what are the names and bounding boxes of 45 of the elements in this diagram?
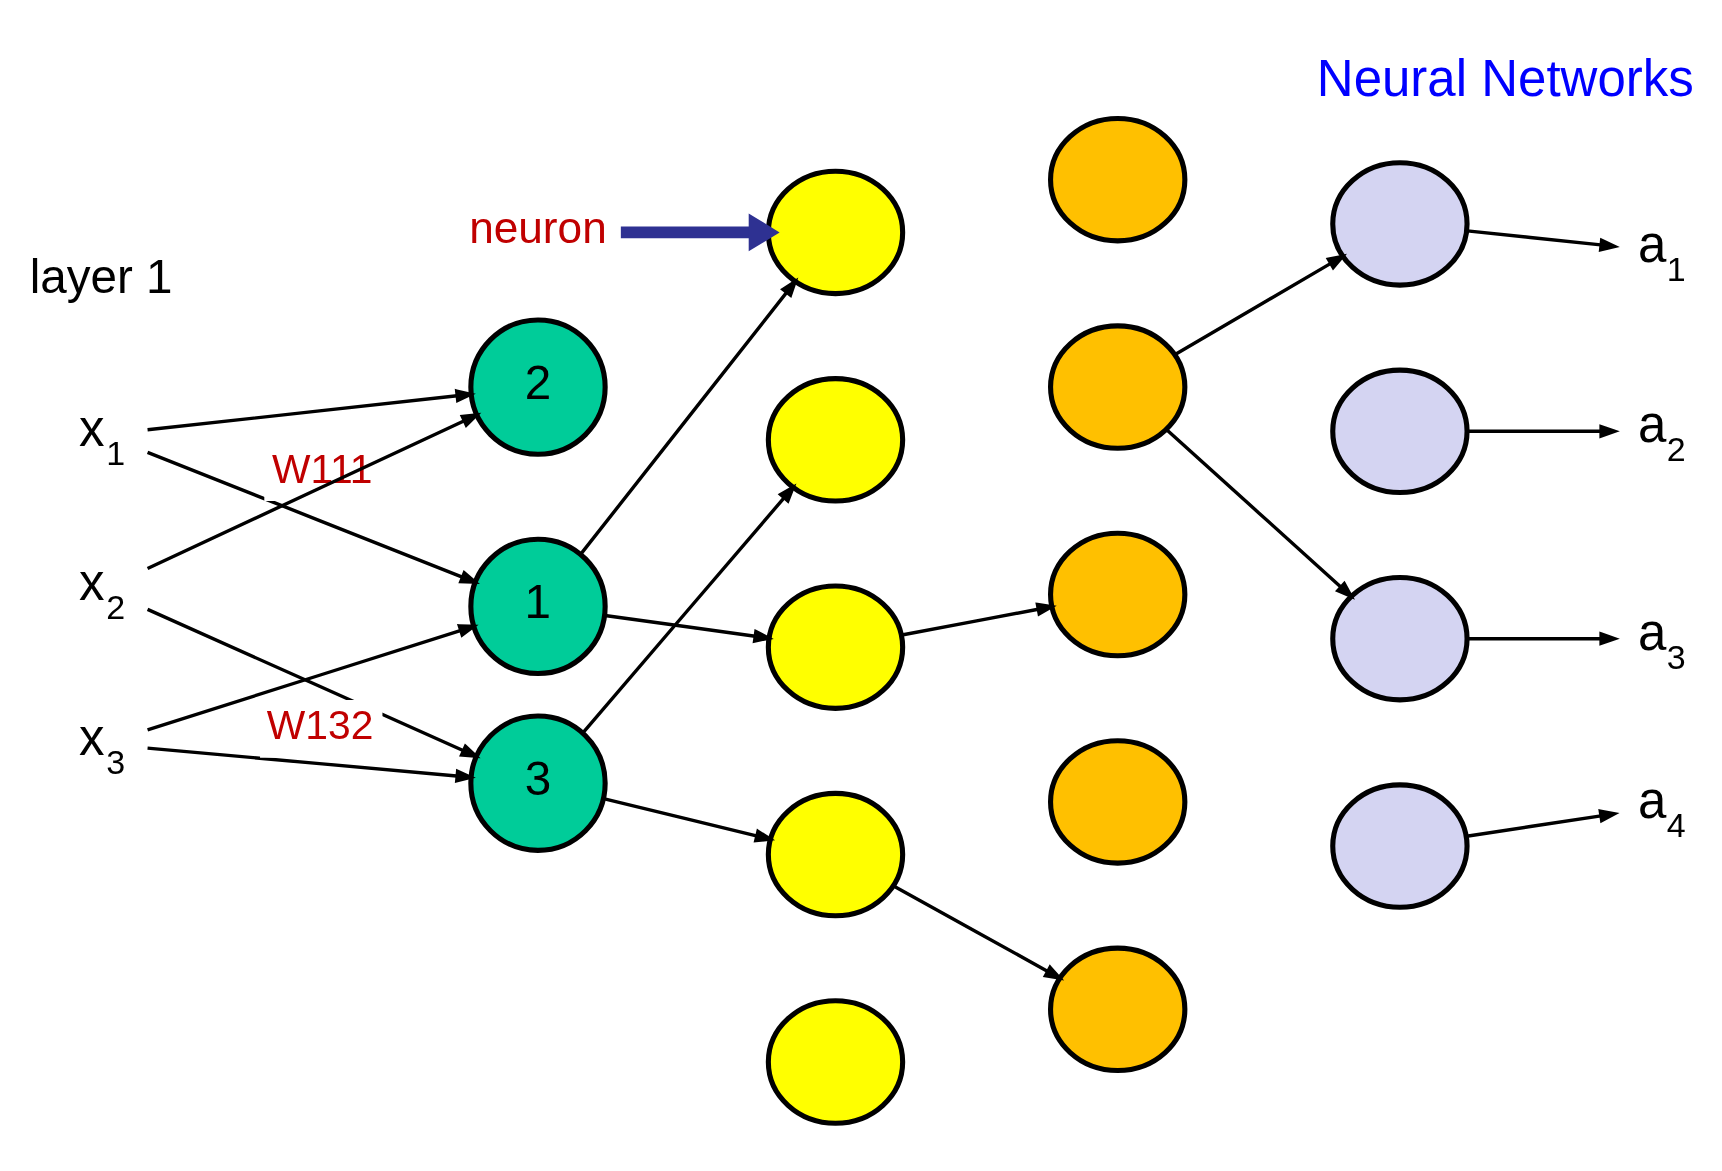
arrow (603, 796, 776, 842)
node-text: a$_{1}$ (1637, 215, 1686, 288)
arrow (1466, 808, 1620, 838)
node-text: a$_{3}$ (1637, 603, 1686, 676)
arrow (147, 388, 476, 431)
arrow (892, 883, 1065, 981)
arrow (1165, 428, 1355, 600)
node-circle: 3 (468, 713, 608, 853)
node-circle (765, 582, 906, 711)
node-circle (1330, 781, 1470, 910)
arrow (1174, 253, 1347, 356)
node-text: neuron (469, 202, 607, 252)
node-circle (765, 790, 906, 918)
node-circle (1048, 737, 1188, 866)
node-text: a$_{4}$ (1637, 771, 1686, 844)
arrow (1467, 228, 1620, 252)
arrow (147, 745, 476, 783)
arrow (147, 623, 479, 731)
arrow (1467, 423, 1620, 438)
arrow (1467, 631, 1620, 646)
label: layer 1 (29, 249, 173, 303)
node-text: a$_{2}$ (1637, 395, 1686, 468)
arrow (901, 601, 1057, 637)
arrow (146, 450, 480, 584)
edge-label: W132 (266, 701, 374, 748)
diagram-title: Neural Networks (1316, 49, 1694, 107)
edge-label: W111 (271, 445, 373, 492)
node-text: x$_{2}$ (79, 553, 126, 626)
node-text: x$_{3}$ (79, 708, 126, 781)
arrow (620, 212, 780, 251)
node-circle (1048, 945, 1188, 1073)
node-circle: 2 (468, 316, 608, 457)
arrow (581, 482, 797, 734)
node-circle (1330, 367, 1470, 495)
node-text: x$_{1}$ (79, 399, 126, 472)
node-circle: 1 (468, 536, 608, 676)
node-circle (1330, 159, 1470, 288)
node-circle (1048, 115, 1188, 243)
node-circle (765, 997, 906, 1126)
node-circle (1048, 530, 1188, 658)
arrow (579, 277, 799, 555)
node-circle (1330, 574, 1470, 702)
arrow (146, 412, 482, 570)
arrow (604, 613, 774, 643)
node-circle (1048, 322, 1188, 451)
